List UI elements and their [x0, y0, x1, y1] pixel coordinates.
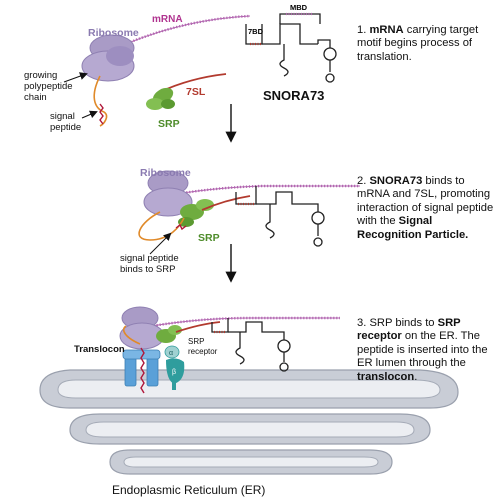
step-2-bold-2: Signal Recognition Particle. — [357, 215, 469, 241]
er-label: Endoplasmic Reticulum (ER) — [112, 483, 265, 497]
step-2-bold: SNORA73 — [369, 175, 423, 187]
step-1-number: 1. — [357, 24, 370, 36]
translocon-label: Translocon — [74, 344, 125, 355]
panel-1: Ribosome mRNA growing polypeptide chain … — [24, 3, 337, 133]
step-1-bold: mRNA — [369, 24, 404, 36]
peptide-through-translocon — [140, 347, 145, 394]
endoplasmic-reticulum — [39, 369, 459, 475]
panel-2: Ribosome SRP signal peptide binds to SRP — [120, 167, 360, 275]
panel-3: Translocon α β SRP receptor Endoplasmic … — [39, 306, 459, 497]
snora73-structure — [211, 318, 291, 372]
step-2-number: 2. — [357, 175, 370, 187]
growing-polypeptide-chain — [122, 325, 141, 345]
rna-7sl-label: 7SL — [186, 86, 206, 98]
snora73-label: SNORA73 — [263, 88, 324, 103]
step-1-body: carrying target motif begins process of … — [357, 24, 479, 63]
srp-receptor-alpha: α — [169, 350, 173, 357]
signal-peptide-squiggle — [99, 103, 104, 125]
snora73-structure — [245, 13, 337, 83]
growing-chain-arrow — [63, 72, 88, 83]
ribosome-icon — [119, 306, 165, 350]
translocon-icon — [122, 349, 161, 387]
label-7bd: 7BD — [248, 27, 264, 36]
step-3-bold-2: translocon — [357, 370, 415, 383]
srp-icon — [178, 199, 214, 227]
ribosome-label: Ribosome — [140, 167, 191, 179]
rna-7sl-strand — [201, 195, 251, 211]
signal-peptide-arrow — [81, 110, 98, 119]
growing-chain-label: growing polypeptide chain — [24, 70, 75, 103]
srp-icon — [146, 87, 175, 110]
srp-label: SRP — [198, 232, 220, 244]
growing-polypeptide-chain — [138, 211, 185, 241]
step-3-number: 3. SRP binds to — [357, 317, 438, 329]
rna-7sl-strand — [175, 321, 221, 333]
step-2-body: binds to mRNA and 7SL, promoting interac… — [357, 175, 494, 228]
srp-receptor-label: SRP receptor — [188, 337, 218, 356]
step-3-text: 3. SRP binds to SRP receptor on the ER. … — [357, 317, 495, 384]
step-3-end: . — [414, 370, 418, 383]
label-mbd: MBD — [290, 3, 308, 12]
srp-receptor-icon — [164, 345, 185, 390]
mrna-strand-3 — [129, 316, 340, 332]
srp-icon — [156, 325, 182, 343]
ribosome-icon — [143, 170, 193, 217]
step-3-body: on the ER. The peptide is inserted into … — [357, 330, 488, 370]
signal-note-arrow — [149, 232, 172, 255]
signal-peptide-note: signal peptide binds to SRP — [120, 253, 181, 275]
step-1-text: 1. mRNA carrying target motif begins pro… — [357, 24, 495, 64]
ribosome-icon — [81, 34, 135, 82]
ribosome-label: Ribosome — [88, 27, 139, 39]
growing-polypeptide-chain — [93, 75, 108, 127]
signal-peptide-squiggle — [175, 223, 187, 231]
mrna-label: mRNA — [152, 14, 183, 25]
snora73-structure — [235, 186, 325, 247]
step-3-bold: SRP receptor — [357, 317, 461, 343]
srp-receptor-beta: β — [172, 369, 176, 376]
signal-peptide-label: signal peptide — [50, 111, 81, 133]
srp-label: SRP — [158, 118, 180, 130]
step-2-text: 2. SNORA73 binds to mRNA and 7SL, promot… — [357, 175, 495, 242]
